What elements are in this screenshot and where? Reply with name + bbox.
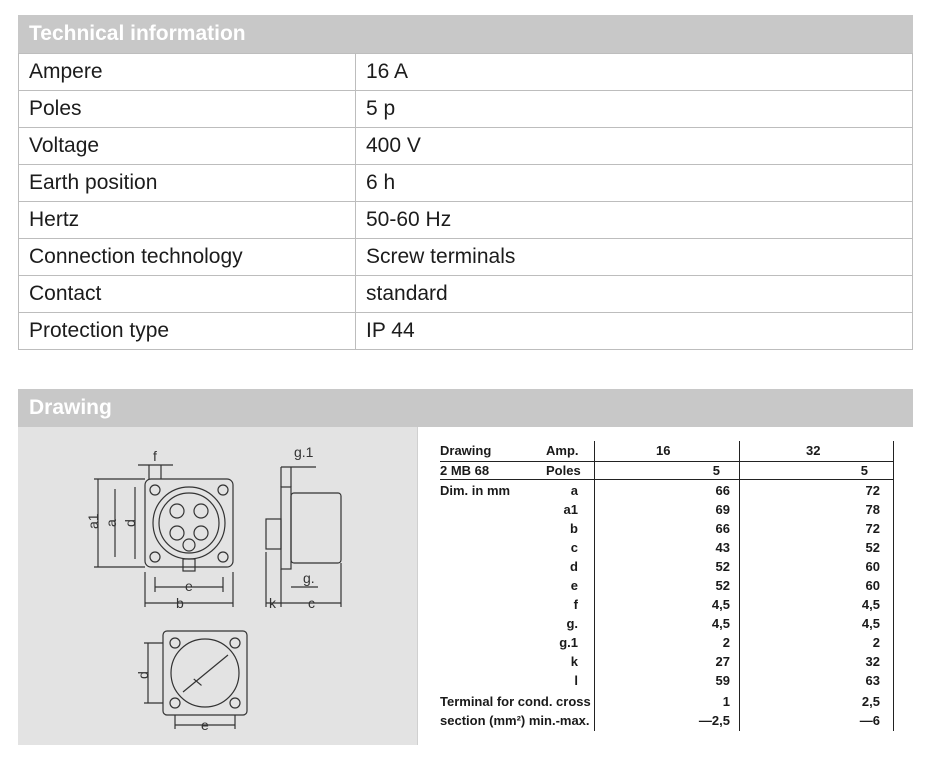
row-value: standard xyxy=(355,275,913,313)
row-label: Hertz xyxy=(18,201,356,239)
poles-label: Poles xyxy=(546,463,581,478)
dim-value-16: 59 xyxy=(715,673,730,688)
sketch-label-f: f xyxy=(153,448,157,464)
terminal-min-32: 2,5 xyxy=(861,694,880,709)
sketch-label-d2: d xyxy=(135,671,151,679)
model-number: 2 MB 68 xyxy=(440,463,490,478)
dim-value-32: 60 xyxy=(865,578,880,593)
dim-value-16: 4,5 xyxy=(711,597,730,612)
dim-key: b xyxy=(570,521,578,536)
sketch-label-e: e xyxy=(185,578,193,594)
dim-value-16: 52 xyxy=(715,559,730,574)
terminal-min-16: 1 xyxy=(722,694,730,709)
dim-value-16: 69 xyxy=(715,502,730,517)
drawing-header: Drawing xyxy=(18,389,913,427)
dim-value-32: 60 xyxy=(865,559,880,574)
table-row: Hertz 50-60 Hz xyxy=(18,201,913,239)
table-row: Ampere 16 A xyxy=(18,53,913,91)
dim-key: f xyxy=(573,597,578,612)
table-row: Contact standard xyxy=(18,275,913,313)
drawing-label: Drawing xyxy=(440,443,492,458)
sketch-label-d: d xyxy=(122,519,138,527)
dim-key: a1 xyxy=(563,502,578,517)
terminal-label-line1: Terminal for cond. cross xyxy=(440,694,591,709)
row-value: 5 p xyxy=(355,90,913,128)
dim-value-16: 4,5 xyxy=(711,616,730,631)
dim-key: l xyxy=(574,673,578,688)
sketch-label-b: b xyxy=(176,595,184,611)
dim-value-32: 2 xyxy=(872,635,880,650)
table-row: Earth position 6 h xyxy=(18,164,913,202)
dim-key: c xyxy=(570,540,578,555)
amp-label: Amp. xyxy=(546,443,579,458)
row-label: Voltage xyxy=(18,127,356,165)
dim-value-32: 52 xyxy=(865,540,880,555)
terminal-label-line2: section (mm²) min.-max. xyxy=(440,713,590,728)
dimension-table: Drawing Amp. 16 32 2 MB 68 Poles 5 5 Dim… xyxy=(417,427,913,745)
poles-32: 5 xyxy=(860,463,868,478)
technical-drawing-image: f g.1 a1 a d e b g. k c d l e xyxy=(85,444,342,733)
row-value: IP 44 xyxy=(355,312,913,350)
terminal-max-32: —6 xyxy=(859,713,880,728)
row-label: Contact xyxy=(18,275,356,313)
sketch-label-k: k xyxy=(269,595,277,611)
sketch-label-c: c xyxy=(308,595,315,611)
row-value: 16 A xyxy=(355,53,913,91)
amp-32: 32 xyxy=(806,443,821,458)
row-label: Earth position xyxy=(18,164,356,202)
technical-information-header: Technical information xyxy=(18,15,913,53)
dim-key: k xyxy=(570,654,578,669)
dim-key: g. xyxy=(566,616,578,631)
sketch-label-e2: e xyxy=(201,717,209,733)
row-label: Protection type xyxy=(18,312,356,350)
row-label: Ampere xyxy=(18,53,356,91)
dim-value-32: 4,5 xyxy=(861,597,880,612)
table-row: Protection type IP 44 xyxy=(18,312,913,350)
sketch-label-g1: g.1 xyxy=(294,444,314,460)
dim-value-32: 72 xyxy=(865,483,880,498)
table-row: Poles 5 p xyxy=(18,90,913,128)
row-label: Poles xyxy=(18,90,356,128)
amp-16: 16 xyxy=(656,443,671,458)
dim-value-16: 2 xyxy=(722,635,730,650)
sketch-label-g: g. xyxy=(303,570,315,586)
row-value: Screw terminals xyxy=(355,238,913,276)
dim-key: g.1 xyxy=(559,635,578,650)
dim-value-32: 63 xyxy=(865,673,880,688)
sketch-label-l: l xyxy=(191,676,205,689)
sketch-label-a1: a1 xyxy=(85,513,101,529)
dim-value-16: 27 xyxy=(715,654,730,669)
row-value: 6 h xyxy=(355,164,913,202)
row-label: Connection technology xyxy=(18,238,356,276)
dim-key: e xyxy=(570,578,578,593)
terminal-max-16: —2,5 xyxy=(698,713,730,728)
dim-unit-label: Dim. in mm xyxy=(440,483,511,498)
dim-value-16: 52 xyxy=(715,578,730,593)
dim-value-32: 4,5 xyxy=(861,616,880,631)
dim-value-32: 72 xyxy=(865,521,880,536)
dim-value-32: 32 xyxy=(865,654,880,669)
dim-key: a xyxy=(570,483,578,498)
dim-key: d xyxy=(570,559,578,574)
row-value: 50-60 Hz xyxy=(355,201,913,239)
table-row: Voltage 400 V xyxy=(18,127,913,165)
sketch-label-a: a xyxy=(103,519,119,527)
dim-value-32: 78 xyxy=(865,502,880,517)
dim-value-16: 43 xyxy=(715,540,730,555)
row-value: 400 V xyxy=(355,127,913,165)
dim-value-16: 66 xyxy=(715,483,730,498)
dim-value-16: 66 xyxy=(715,521,730,536)
technical-information-table: Ampere 16 A Poles 5 p Voltage 400 V Eart… xyxy=(18,53,913,350)
table-row: Connection technology Screw terminals xyxy=(18,238,913,276)
poles-16: 5 xyxy=(712,463,720,478)
